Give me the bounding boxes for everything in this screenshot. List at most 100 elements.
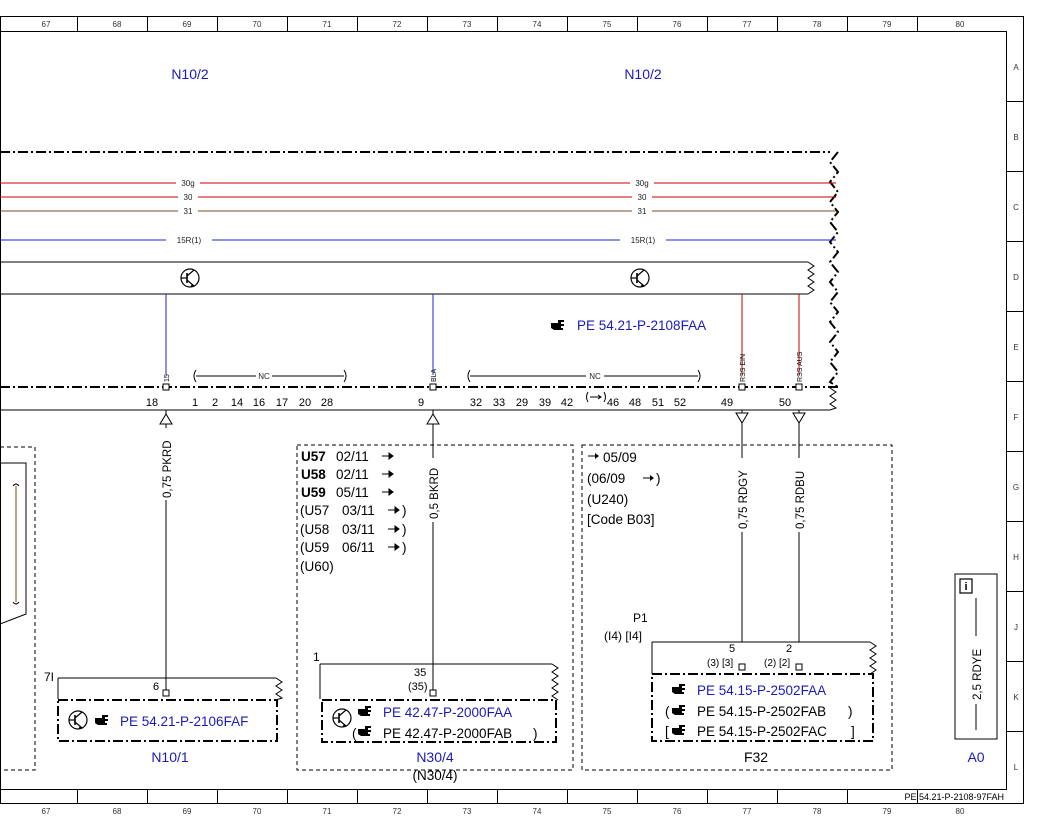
pin-number: 51 (652, 397, 664, 409)
ref-close-paren: ) (533, 726, 538, 741)
busbar-31-label-right: 31 (638, 207, 647, 216)
f32-pin-2: 2 (786, 643, 792, 655)
pointing-hand-icon (672, 684, 685, 694)
pin-number: 33 (493, 397, 505, 409)
grid-col-79-bottom: 79 (883, 807, 892, 816)
left-partial-module (0, 446, 36, 771)
variant-code: (U58 (300, 522, 329, 537)
reference-link-f32-c[interactable]: PE 54.15-P-2502FAC (697, 724, 827, 739)
nc-brackets (193, 369, 701, 383)
ref-open-paren: ( (352, 726, 357, 741)
pin-signal-15: 15 (164, 374, 171, 382)
ref-close-paren: ) (848, 704, 853, 719)
variant-date: 05/11 (336, 485, 369, 500)
reference-link-f32-b[interactable]: PE 54.15-P-2502FAB (697, 704, 826, 719)
component-label-n30-4-paren: (N30/4) (412, 768, 457, 783)
pointing-hand-icon (95, 715, 108, 725)
variant-date: 05/09 (603, 450, 637, 465)
variant-list-left: U57 02/11 U58 02/11 U59 05/11 (U57 03/11… (300, 449, 375, 574)
pin-number: 52 (674, 397, 686, 409)
grid-col-79: 79 (883, 20, 892, 29)
variant-date: (06/09 (587, 471, 625, 486)
variant-code: (U57 (300, 503, 329, 518)
transistor-icon (332, 708, 352, 728)
wire-label-bkrd: 0,5 BKRD (429, 468, 441, 519)
component-label-n10-2-right: N10/2 (624, 66, 662, 82)
pin-number: 49 (721, 397, 733, 409)
f32-block (651, 641, 877, 742)
n30-4-pin-left: 1 (313, 650, 320, 664)
grid-col-73: 73 (463, 20, 472, 29)
nc-label-right: NC (589, 372, 601, 381)
grid-col-78-bottom: 78 (813, 807, 822, 816)
grid-col-68-bottom: 68 (113, 807, 122, 816)
connector-pin-markers (162, 383, 803, 391)
reference-link-n10-1[interactable]: PE 54.21-P-2106FAF (120, 714, 248, 729)
grid-row-a: A (1013, 63, 1019, 72)
grid-col-70-bottom: 70 (253, 807, 262, 816)
pin-number: 48 (629, 397, 641, 409)
pin-marker (738, 663, 746, 671)
variant-date: 02/11 (336, 449, 369, 464)
connector-pin-row: 18 1 2 14 16 17 20 28 9 32 33 29 39 42 4… (146, 397, 791, 409)
f32-pin-2-sub: (2) [2] (764, 658, 790, 669)
ref-close-bracket: ] (851, 724, 855, 739)
grid-row-l: L (1014, 763, 1019, 772)
grid-row-b: B (1013, 133, 1018, 142)
reference-link-n30-4-a[interactable]: PE 42.47-P-2000FAA (383, 705, 512, 720)
ref-open-bracket: [ (665, 724, 669, 739)
grid-col-78: 78 (813, 20, 822, 29)
pin-signal-bla: BLA (431, 368, 438, 382)
grid-col-75-bottom: 75 (603, 807, 612, 816)
busbar-30-label-right: 30 (638, 193, 647, 202)
cable-wires (165, 423, 800, 690)
grid-row-h: H (1013, 553, 1019, 562)
pin-marker (162, 689, 170, 697)
pin-number: 1 (192, 397, 198, 409)
grid-row-k: K (1013, 693, 1019, 702)
nc-label-left: NC (258, 372, 270, 381)
component-label-a0: A0 (967, 749, 984, 765)
pin-marker (795, 663, 803, 671)
info-icon: i (964, 581, 967, 593)
grid-col-69-bottom: 69 (183, 807, 192, 816)
reference-link-f32-a[interactable]: PE 54.15-P-2502FAA (697, 683, 826, 698)
component-label-f32: F32 (744, 749, 768, 765)
transistor-icon (630, 268, 650, 288)
grid-col-69: 69 (183, 20, 192, 29)
variant-close-paren: ) (402, 522, 407, 537)
pin-number: 29 (516, 397, 528, 409)
grid-col-67: 67 (42, 20, 51, 29)
reference-link-n30-4-b[interactable]: PE 42.47-P-2000FAB (383, 726, 512, 741)
pointing-hand-icon (672, 725, 685, 735)
f32-connector-p1: P1 (633, 611, 648, 625)
n10-1-block (57, 677, 284, 742)
grid-col-76-bottom: 76 (673, 807, 682, 816)
f32-variant-frame (581, 444, 893, 771)
variant-code: U57 (301, 449, 326, 464)
n30-4-pin-paren: (35) (408, 681, 428, 693)
f32-connector-p1-sub: (I4) [I4] (604, 629, 642, 643)
n10-2-module-outline (0, 151, 840, 388)
pin-number: 46 (607, 397, 619, 409)
pointing-hand-icon (551, 320, 564, 330)
grid-col-72: 72 (393, 20, 402, 29)
n30-4-variant-frame (296, 444, 574, 771)
reference-link-top[interactable]: PE 54.21-P-2108FAA (577, 318, 706, 333)
grid-row-f: F (1014, 413, 1019, 422)
pin-number: 9 (418, 397, 424, 409)
grid-col-74: 74 (533, 20, 542, 29)
variant-code: (U59 (300, 540, 329, 555)
variant-arrows (382, 452, 400, 551)
variant-code: U58 (301, 467, 326, 482)
transistor-icon (180, 268, 200, 288)
pin-number: 42 (561, 397, 573, 409)
f32-pin-5: 5 (729, 643, 735, 655)
pin-signal-rss-aus: RSS AUS (797, 351, 804, 382)
variant-code: U59 (301, 485, 326, 500)
pin-number: 50 (779, 397, 791, 409)
component-label-n30-4: N30/4 (416, 749, 454, 765)
variant-close-paren: ) (656, 471, 661, 486)
grid-row-j: J (1014, 623, 1018, 632)
grid-col-77: 77 (743, 20, 752, 29)
